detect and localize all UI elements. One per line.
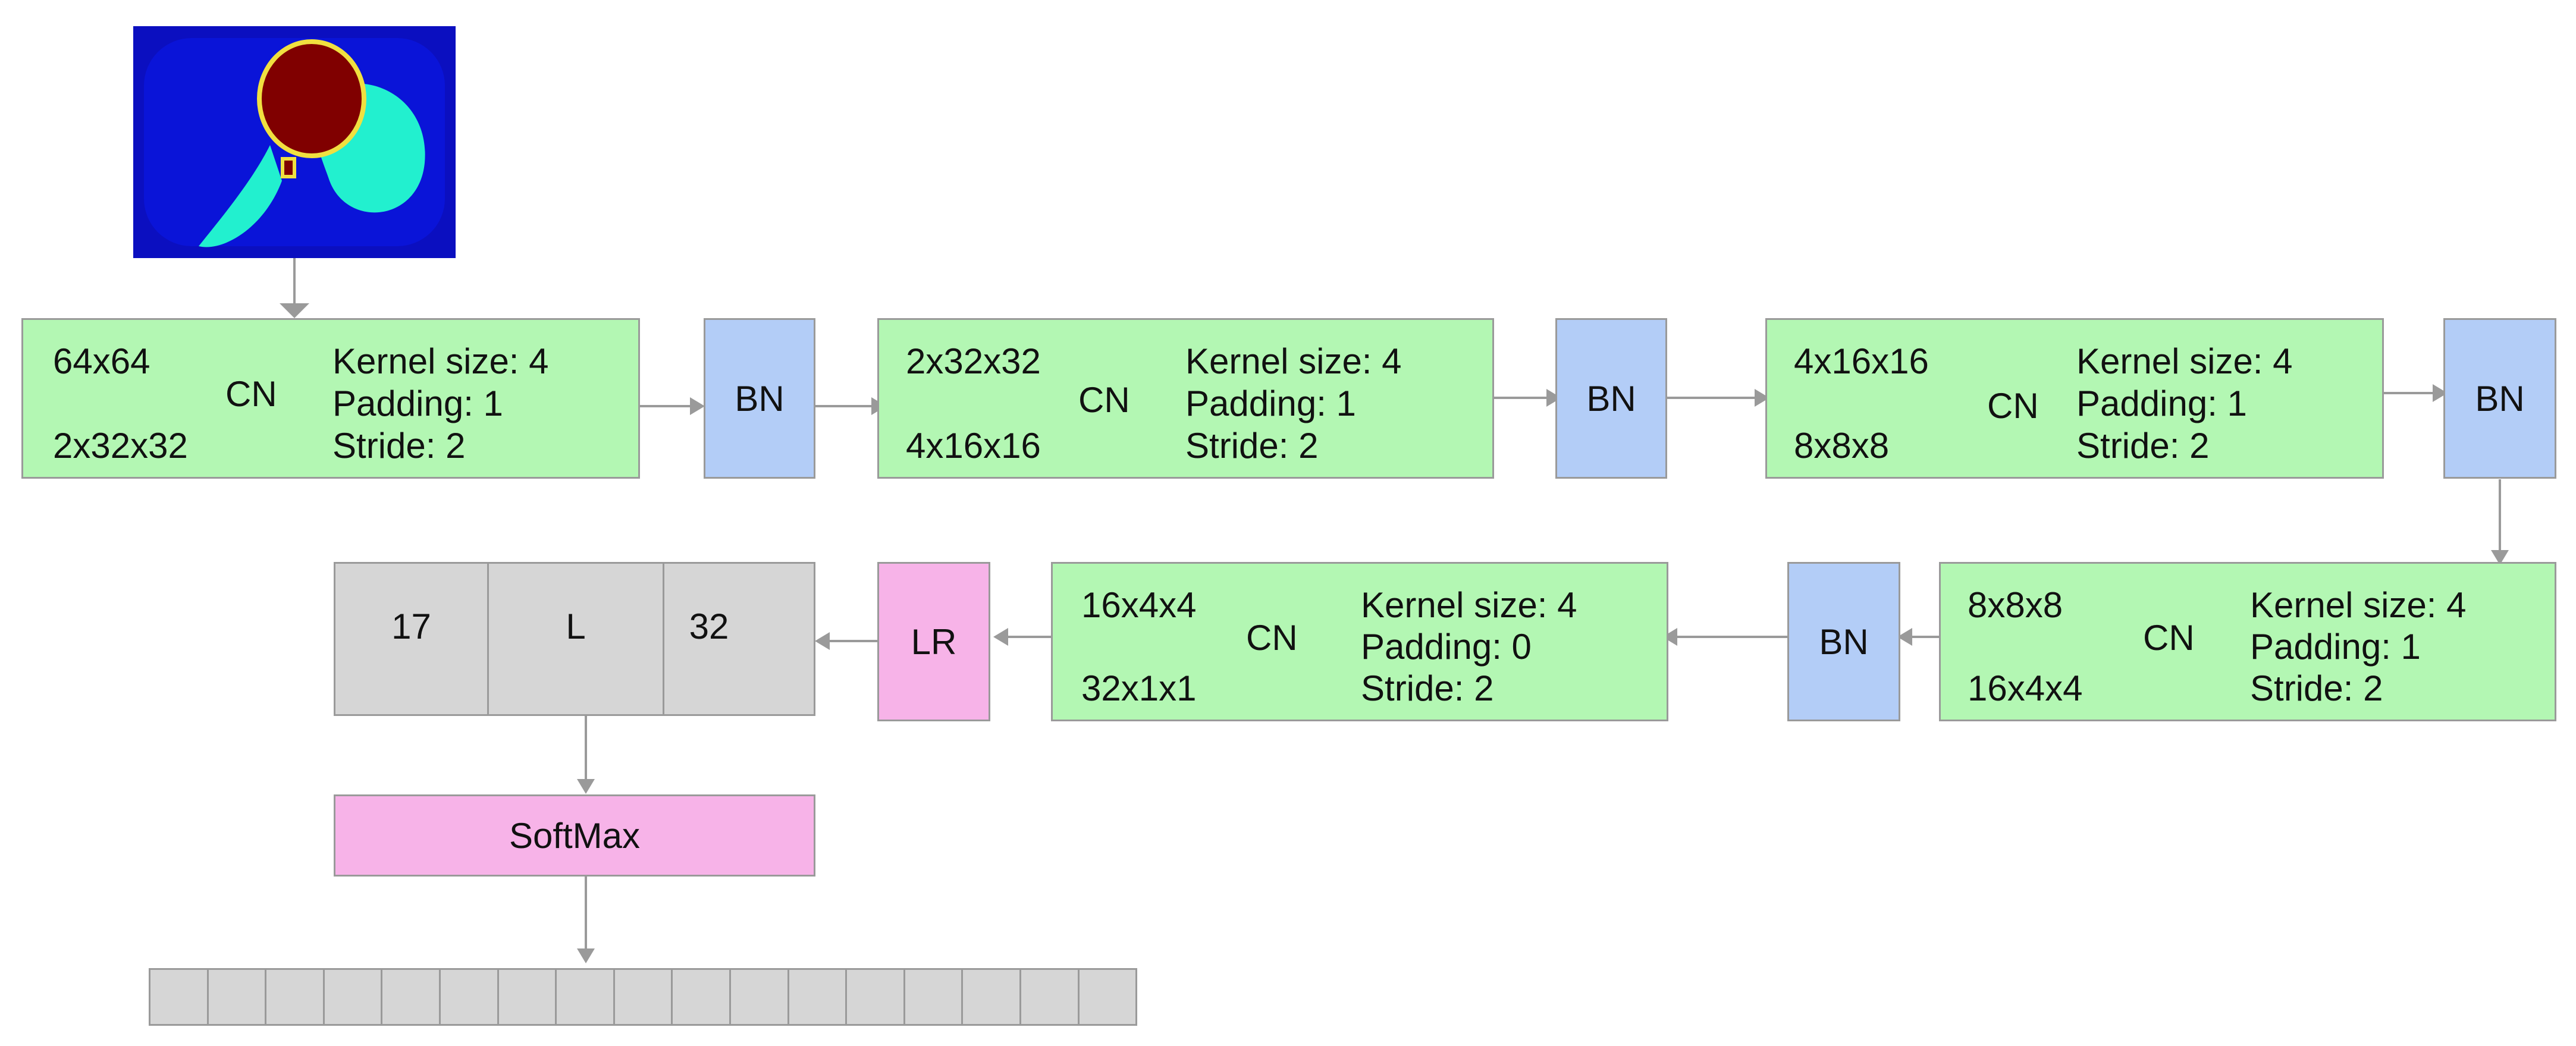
softmax-block: SoftMax [334, 794, 815, 877]
conv-input-shape: 64x64 [53, 341, 150, 381]
conv-input-shape: 16x4x4 [1081, 585, 1197, 625]
batchnorm-block-1: BN [704, 318, 815, 479]
conv-block-3: 4x16x16 CN 8x8x8 Kernel size: 4 Padding:… [1765, 318, 2384, 479]
conv-label: CN [1246, 618, 1298, 658]
kernel-size: Kernel size: 4 [1361, 585, 1577, 625]
output-cell [265, 968, 325, 1026]
stride: Stride: 2 [2250, 668, 2383, 708]
conv-label: CN [2143, 618, 2195, 658]
linear-input-size: 32 [689, 606, 729, 646]
output-cell [497, 968, 557, 1026]
conv-block-1: 64x64 CN 2x32x32 Kernel size: 4 Padding:… [21, 318, 640, 479]
linear-label: L [566, 606, 586, 646]
kernel-size: Kernel size: 4 [2076, 341, 2293, 381]
output-cell [555, 968, 615, 1026]
stride: Stride: 2 [1361, 668, 1494, 708]
padding: Padding: 1 [2250, 627, 2421, 667]
output-cell [903, 968, 964, 1026]
output-cell [206, 968, 267, 1026]
conv-input-shape: 8x8x8 [1968, 585, 2063, 625]
output-cell [439, 968, 499, 1026]
stride: Stride: 2 [332, 426, 466, 466]
conv-block-5: 16x4x4 CN 32x1x1 Kernel size: 4 Padding:… [1051, 562, 1668, 721]
leaky-relu-block: LR [877, 562, 990, 721]
conv-output-shape: 32x1x1 [1081, 668, 1197, 708]
output-cell [787, 968, 848, 1026]
conv-input-shape: 2x32x32 [906, 341, 1041, 381]
output-cell [729, 968, 789, 1026]
output-cell [961, 968, 1021, 1026]
kernel-size: Kernel size: 4 [2250, 585, 2467, 625]
conv-label: CN [1987, 386, 2039, 426]
conv-block-4: 8x8x8 CN 16x4x4 Kernel size: 4 Padding: … [1939, 562, 2556, 721]
linear-divider-1 [487, 564, 489, 714]
kernel-size: Kernel size: 4 [1185, 341, 1402, 381]
linear-divider-2 [663, 564, 664, 714]
batchnorm-block-4: BN [1787, 562, 1900, 721]
batchnorm-block-3: BN [2443, 318, 2556, 479]
padding: Padding: 0 [1361, 627, 1532, 667]
kernel-size: Kernel size: 4 [332, 341, 549, 381]
conv-output-shape: 2x32x32 [53, 426, 188, 466]
padding: Padding: 1 [332, 384, 503, 423]
output-cell [613, 968, 673, 1026]
batchnorm-block-2: BN [1555, 318, 1667, 479]
output-cell [381, 968, 441, 1026]
output-cell [1019, 968, 1080, 1026]
conv-input-shape: 4x16x16 [1794, 341, 1929, 381]
conv-label: CN [225, 374, 277, 414]
linear-output-size: 17 [391, 606, 431, 646]
output-cell [1077, 968, 1138, 1026]
input-image [133, 26, 456, 258]
conv-label: CN [1078, 380, 1130, 420]
output-cell [671, 968, 731, 1026]
linear-layer: 17 L 32 [334, 562, 815, 716]
output-cell [845, 968, 905, 1026]
conv-output-shape: 8x8x8 [1794, 426, 1890, 466]
output-cell [149, 968, 209, 1026]
padding: Padding: 1 [2076, 384, 2247, 423]
conv-output-shape: 4x16x16 [906, 426, 1041, 466]
stride: Stride: 2 [1185, 426, 1319, 466]
conv-block-2: 2x32x32 CN 4x16x16 Kernel size: 4 Paddin… [877, 318, 1494, 479]
output-cell [322, 968, 383, 1026]
stride: Stride: 2 [2076, 426, 2210, 466]
conv-output-shape: 16x4x4 [1968, 668, 2083, 708]
padding: Padding: 1 [1185, 384, 1356, 423]
